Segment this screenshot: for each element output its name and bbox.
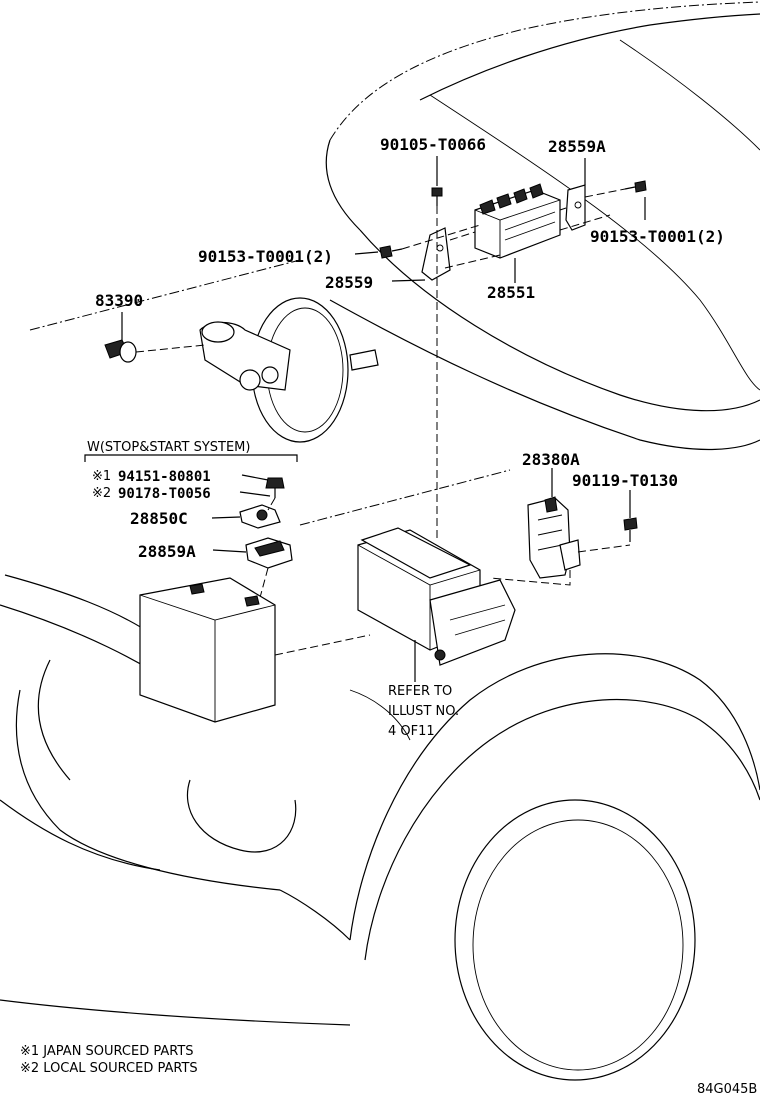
part-label-90105-t0066: 90105-T0066 (380, 135, 486, 154)
mark-1: ※1 (92, 469, 111, 484)
illustration-id: 84G045B (697, 1082, 757, 1097)
part-label-28850c: 28850C (130, 509, 188, 528)
label-leaders (121, 156, 646, 553)
part-label-28551: 28551 (487, 283, 535, 302)
bolt-icons-top (379, 180, 647, 259)
refer-text-line-2: ILLUST NO. (388, 704, 459, 719)
part-label-28559: 28559 (325, 273, 373, 292)
bracket-28559a (565, 184, 586, 231)
bracket-28559 (421, 227, 451, 281)
part-label-28380a: 28380A (522, 450, 580, 469)
part-label-28559a: 28559A (548, 137, 606, 156)
part-label-94151-80801: 94151-80801 (118, 469, 211, 485)
part-label-90178-t0056: 90178-T0056 (118, 486, 211, 502)
junction-box (357, 527, 516, 682)
leader-dash-lines-top (401, 188, 626, 540)
part-label-28859a: 28859A (138, 542, 196, 561)
brake-booster-assembly (199, 297, 379, 443)
legend-local-sourced: ※2 LOCAL SOURCED PARTS (20, 1061, 198, 1076)
variant-label: W(STOP&START SYSTEM) (87, 440, 250, 455)
refer-text-line-3: 4 OF11 (388, 724, 435, 739)
mark-2: ※2 (92, 486, 111, 501)
stop-lamp-switch-83390 (104, 339, 206, 363)
refer-text-line-1: REFER TO (388, 684, 452, 699)
battery (139, 577, 371, 723)
part-label-83390: 83390 (95, 291, 143, 310)
legend-japan-sourced: ※1 JAPAN SOURCED PARTS (20, 1044, 194, 1059)
part-label-90153-t0001-left: 90153-T0001(2) (198, 247, 333, 266)
fuse-relay-block-28551 (474, 183, 561, 259)
relay-bracket-28380a (489, 496, 638, 586)
part-label-90119-t0130: 90119-T0130 (572, 471, 678, 490)
stop-start-group (84, 454, 298, 606)
part-label-90153-t0001-right: 90153-T0001(2) (590, 227, 725, 246)
